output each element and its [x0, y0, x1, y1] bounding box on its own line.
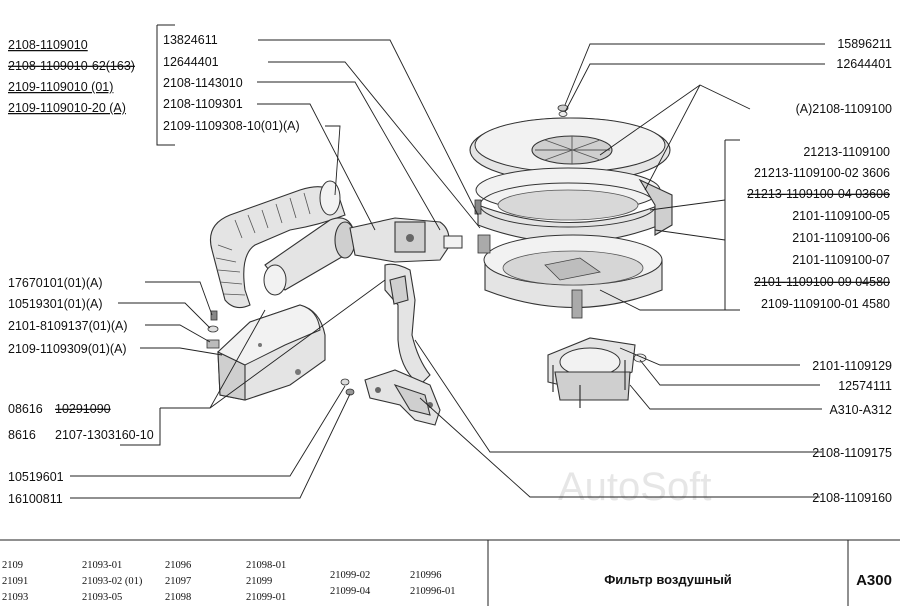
- footer-code: A300: [856, 572, 892, 589]
- filter-lid: [469, 104, 671, 183]
- air-inlet-duct: [217, 304, 326, 401]
- parts-illustration: [206, 104, 673, 426]
- right-top-label: 12644401: [836, 57, 892, 71]
- header-left-label: 2108-1109010-62(163): [8, 59, 135, 73]
- right-top-label: 15896211: [837, 37, 892, 51]
- right-bottom-labels: 2101-1109129 12574111 A310-A312 2108-110…: [812, 359, 892, 505]
- left-mid-label: 08616: [8, 402, 43, 416]
- header-left-labels: 2108-1109010 2108-1109010-62(163) 2109-1…: [8, 38, 135, 115]
- watermark: AutoSoft: [558, 465, 711, 509]
- footer-model: 21098: [165, 592, 191, 603]
- leader-lines: [70, 39, 825, 499]
- filter-element: [475, 167, 673, 244]
- footer: 2109 21091 21093 21093-01 21093-02 (01) …: [0, 539, 900, 606]
- thermo-valve: [349, 217, 463, 263]
- box-label: 2109-1109308-10(01)(A): [163, 119, 300, 133]
- right-group-label: 2101-1109100-07: [792, 253, 890, 267]
- left-group-labels: 17670101(01)(A) 10519301(01)(A) 2101-810…: [8, 276, 128, 356]
- left-mid-label: 2107-1303160-10: [55, 428, 154, 442]
- left-mid-label: 8616: [8, 428, 36, 442]
- left-group-label: 2101-8109137(01)(A): [8, 319, 128, 333]
- header-left-label: 2109-1109010-20 (A): [8, 101, 126, 115]
- footer-model: 21098-01: [246, 560, 286, 571]
- header-left-label: 2108-1109010: [8, 38, 88, 52]
- warm-air-hose: [384, 263, 431, 386]
- footer-model: 210996: [410, 570, 442, 581]
- heat-shroud: [364, 369, 441, 426]
- right-group-labels: 21213-1109100 21213-1109100-02 3606 2121…: [747, 145, 890, 311]
- left-group-label: 17670101(01)(A): [8, 276, 103, 290]
- footer-model: 21093-01: [82, 560, 122, 571]
- box-labels: 13824611 12644401 2108-1143010 2108-1109…: [163, 33, 300, 133]
- footer-model: 21097: [165, 576, 191, 587]
- right-group-label: 2101-1109100-09 04580: [754, 275, 890, 289]
- footer-model: 21093-05: [82, 592, 122, 603]
- footer-model: 21099-01: [246, 592, 286, 603]
- filter-housing: [474, 199, 663, 319]
- footer-model: 2109: [2, 560, 23, 571]
- footer-model: 21093: [2, 592, 28, 603]
- footer-model: 21099: [246, 576, 272, 587]
- footer-title: Фильтр воздушный: [604, 572, 732, 587]
- left-bottom-label: 16100811: [8, 492, 63, 506]
- box-label: 12644401: [163, 55, 219, 69]
- right-bottom-label: A310-A312: [829, 403, 892, 417]
- left-mid-label-struck: 10291090: [55, 402, 111, 416]
- right-group-label: 21213-1109100-04 03606: [747, 187, 890, 201]
- left-mid-labels: 08616 10291090 8616 2107-1303160-10: [8, 402, 154, 442]
- left-bottom-labels: 10519601 16100811: [8, 470, 64, 506]
- left-group-label: 2109-1109309(01)(A): [8, 342, 127, 356]
- right-group-label: 21213-1109100: [803, 145, 890, 159]
- adapter-plate: [547, 337, 647, 408]
- right-group-label: 2101-1109100-06: [792, 231, 890, 245]
- footer-model: 210996-01: [410, 586, 456, 597]
- right-group-label: 21213-1109100-02 3606: [754, 166, 890, 180]
- right-group-label: 2101-1109100-05: [792, 209, 890, 223]
- right-group-label: 2109-1109100-01 4580: [761, 297, 890, 311]
- box-label: 2108-1143010: [163, 76, 243, 90]
- footer-model: 21096: [165, 560, 191, 571]
- footer-model: 21099-04: [330, 586, 371, 597]
- footer-model: 21093-02 (01): [82, 576, 143, 587]
- right-top-labels: 15896211 12644401 (A)2108-1109100: [796, 37, 892, 116]
- box-label: 2108-1109301: [163, 97, 243, 111]
- right-bottom-label: 2108-1109175: [812, 446, 892, 460]
- left-group-label: 10519301(01)(A): [8, 297, 103, 311]
- right-top-label: (A)2108-1109100: [796, 102, 892, 116]
- footer-model: 21099-02: [330, 570, 370, 581]
- callout-frames: [120, 24, 740, 446]
- right-bottom-label: 2108-1109160: [812, 491, 892, 505]
- box-label: 13824611: [163, 33, 218, 47]
- left-bottom-label: 10519601: [8, 470, 64, 484]
- right-bottom-label: 2101-1109129: [812, 359, 892, 373]
- right-bottom-label: 12574111: [838, 379, 892, 393]
- header-left-label: 2109-1109010 (01): [8, 80, 113, 94]
- footer-model: 21091: [2, 576, 28, 587]
